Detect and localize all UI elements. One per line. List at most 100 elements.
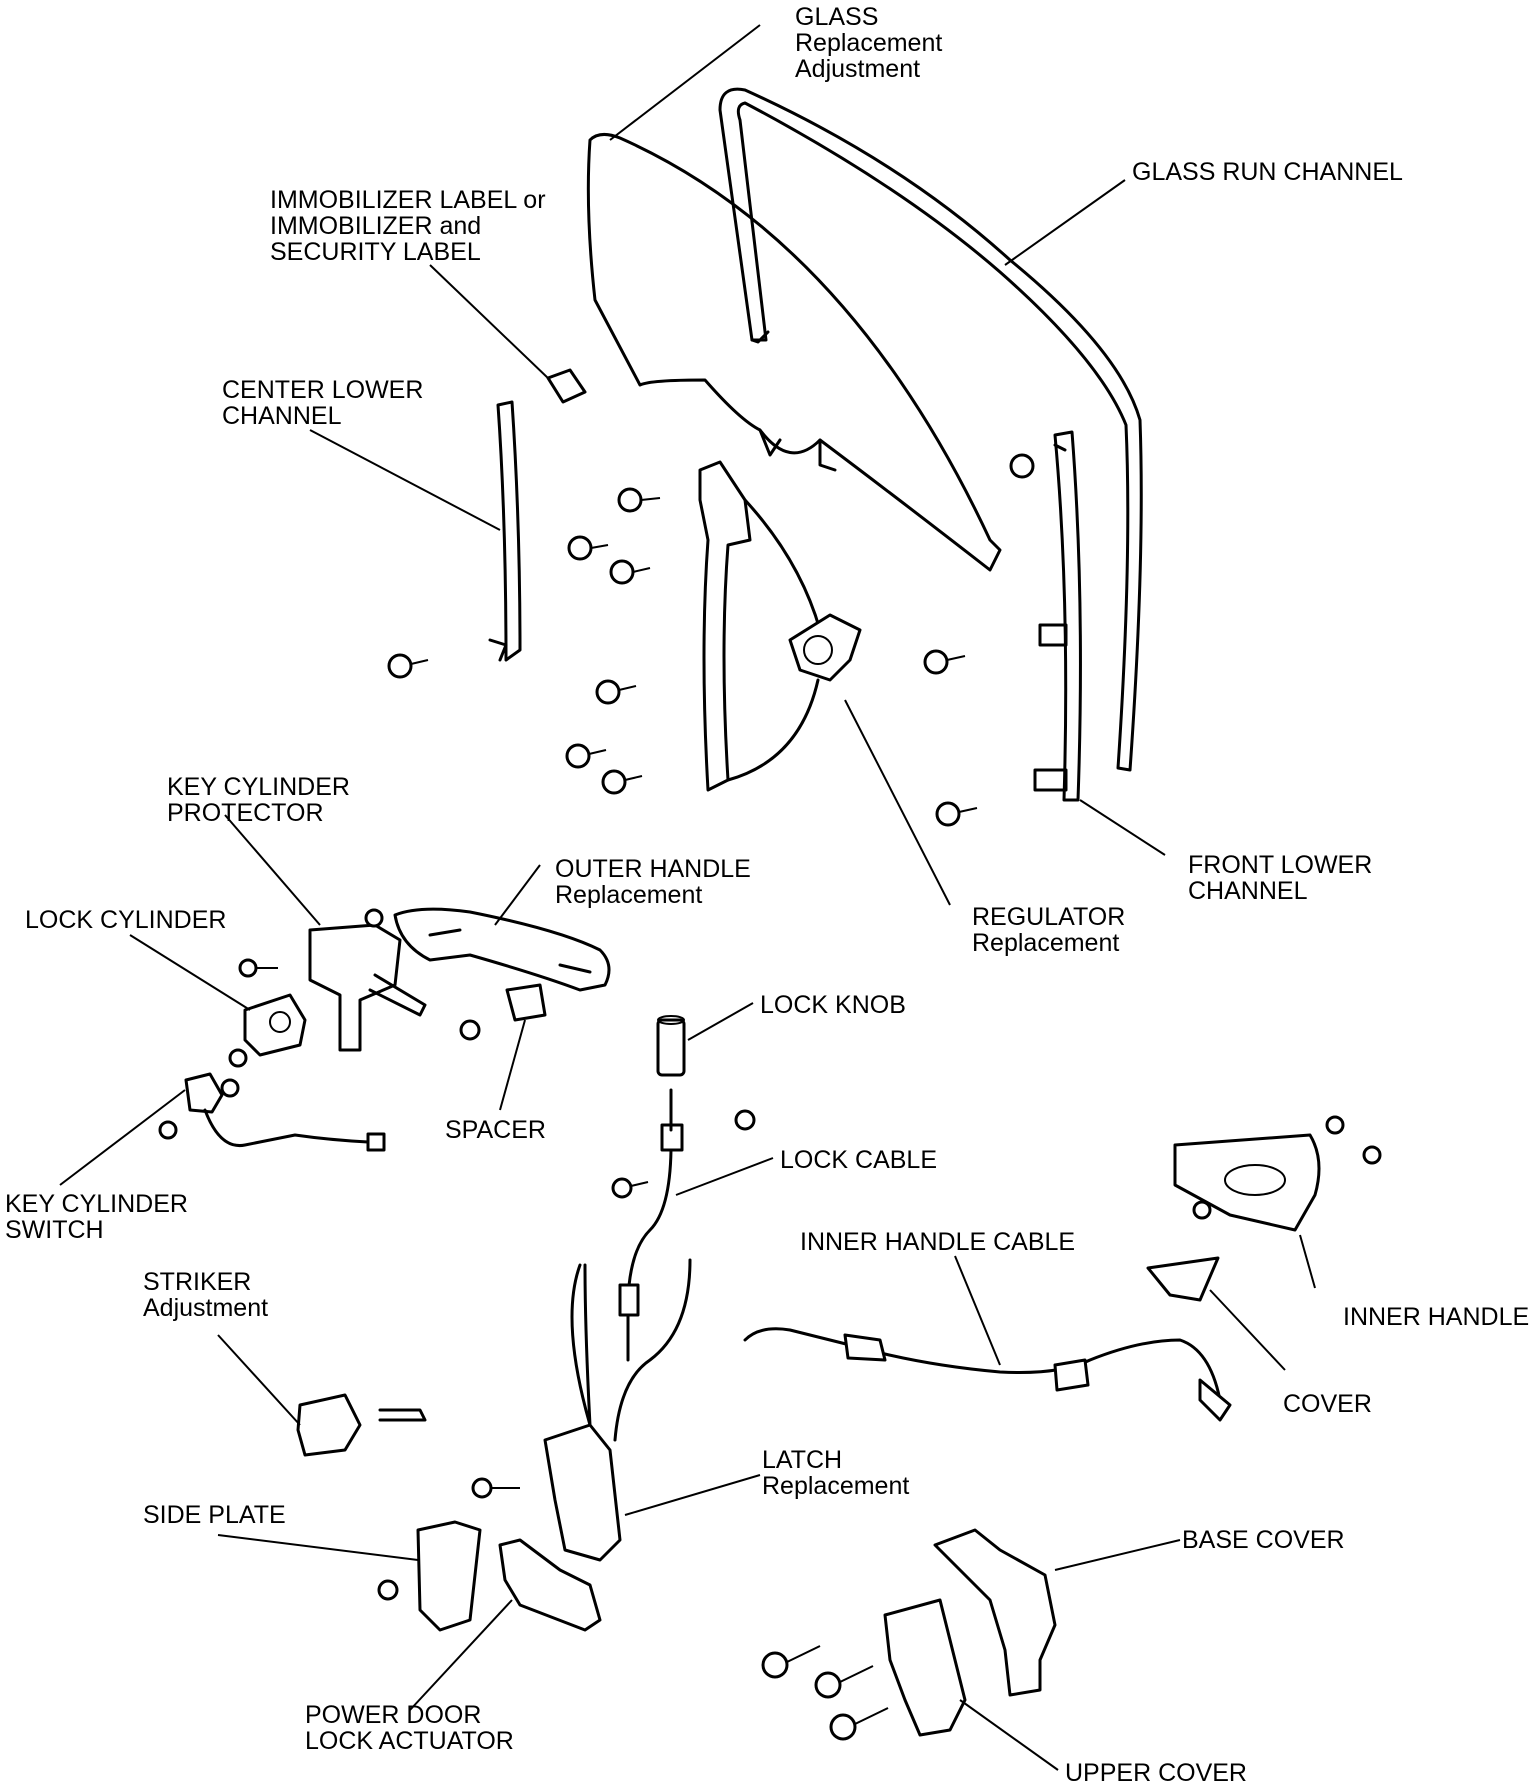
- lock-cylinder-label: LOCK CYLINDER: [25, 906, 226, 934]
- bolt: [565, 743, 607, 769]
- inner-handle: [1173, 1133, 1321, 1232]
- bolt: [1362, 1145, 1382, 1165]
- latch-label: LATCH Replacement: [762, 1446, 909, 1500]
- bolt: [158, 1120, 178, 1140]
- lock-knob-label: LOCK KNOB: [760, 991, 906, 1019]
- labels: GLASS Replacement Adjustment GLASS RUN C…: [5, 3, 1529, 1786]
- bolt: [228, 1048, 248, 1068]
- label-line: FRONT LOWER: [1188, 851, 1372, 879]
- inner-handle-cable: [743, 1327, 1232, 1422]
- bolt: [1009, 453, 1035, 479]
- leader-lines: [59, 24, 1316, 1771]
- bolt: [595, 679, 637, 705]
- spacer: [505, 983, 547, 1022]
- label-line: LOCK ACTUATOR: [305, 1727, 514, 1755]
- bolts: [158, 453, 1382, 1741]
- key-cylinder-switch-label: KEY CYLINDER SWITCH: [5, 1190, 195, 1244]
- striker-label: STRIKER Adjustment: [143, 1268, 268, 1322]
- bolt: [1325, 1115, 1345, 1135]
- label-line: CHANNEL: [1188, 877, 1308, 905]
- label-line: KEY CYLINDER: [5, 1190, 188, 1218]
- label-line: Replacement: [795, 29, 942, 57]
- bolt: [238, 958, 278, 978]
- inner-handle-label: INNER HANDLE: [1343, 1303, 1529, 1331]
- bolt: [1192, 1200, 1212, 1220]
- bolt: [459, 1019, 481, 1041]
- power-door-lock-actuator: [498, 1538, 602, 1632]
- bolt: [471, 1477, 520, 1499]
- bolt: [617, 487, 661, 513]
- glass-run-channel-label: GLASS RUN CHANNEL: [1132, 158, 1403, 186]
- label-line: SPACER: [445, 1116, 546, 1144]
- lock-cylinder: [243, 993, 307, 1057]
- glass: [586, 133, 1002, 572]
- striker: [296, 1393, 427, 1457]
- immobilizer-label-label: IMMOBILIZER LABEL or IMMOBILIZER and SEC…: [270, 186, 553, 266]
- immobilizer-label-part: [546, 368, 587, 404]
- label-line: LOCK CABLE: [780, 1146, 937, 1174]
- cover: [1146, 1256, 1220, 1302]
- bolt: [761, 1645, 821, 1679]
- upper-cover-label: UPPER COVER: [1065, 1759, 1247, 1786]
- lock-cable-label: LOCK CABLE: [780, 1146, 937, 1174]
- label-line: SWITCH: [5, 1216, 104, 1244]
- label-line: GLASS RUN CHANNEL: [1132, 158, 1403, 186]
- label-line: INNER HANDLE CABLE: [800, 1228, 1075, 1256]
- bolt: [814, 1665, 874, 1699]
- center-lower-channel-label: CENTER LOWER CHANNEL: [222, 376, 430, 430]
- center-lower-channel: [488, 400, 522, 662]
- regulator: [698, 460, 862, 792]
- label-line: SECURITY LABEL: [270, 238, 481, 266]
- label-line: UPPER COVER: [1065, 1759, 1247, 1786]
- base-cover-label: BASE COVER: [1182, 1526, 1345, 1554]
- label-line: BASE COVER: [1182, 1526, 1345, 1554]
- key-cylinder-protector: [308, 923, 427, 1052]
- side-plate-label: SIDE PLATE: [143, 1501, 286, 1529]
- bolt: [935, 801, 978, 827]
- bolt: [377, 1579, 399, 1601]
- bolt: [220, 1078, 240, 1098]
- label-line: POWER DOOR: [305, 1701, 481, 1729]
- label-line: Replacement: [762, 1472, 909, 1500]
- label-line: STRIKER: [143, 1268, 251, 1296]
- bolt: [609, 559, 651, 585]
- label-line: LATCH: [762, 1446, 842, 1474]
- label-line: IMMOBILIZER LABEL or: [270, 186, 546, 214]
- bolt: [611, 1177, 649, 1199]
- label-line: Replacement: [972, 929, 1119, 957]
- inner-handle-cable-label: INNER HANDLE CABLE: [800, 1228, 1075, 1256]
- label-line: INNER HANDLE: [1343, 1303, 1529, 1331]
- bolt: [601, 769, 643, 795]
- label-line: Adjustment: [795, 55, 920, 83]
- label-line: OUTER HANDLE: [555, 855, 751, 883]
- label-line: CHANNEL: [222, 402, 342, 430]
- label-line: LOCK CYLINDER: [25, 906, 226, 934]
- bolt: [829, 1707, 889, 1741]
- outer-handle-label: OUTER HANDLE Replacement: [555, 855, 758, 909]
- front-lower-channel: [1033, 430, 1082, 802]
- front-lower-channel-label: FRONT LOWER CHANNEL: [1188, 851, 1379, 905]
- lock-knob: [656, 1015, 686, 1077]
- key-cylinder-switch: [184, 1072, 386, 1152]
- upper-cover: [883, 1598, 967, 1737]
- glass-label: GLASS Replacement Adjustment: [795, 3, 949, 83]
- key-cylinder-protector-label: KEY CYLINDER PROTECTOR: [167, 773, 357, 827]
- cover-label: COVER: [1283, 1390, 1372, 1418]
- outer-handle: [393, 907, 611, 992]
- glass-run-channel: [718, 87, 1143, 772]
- label-line: Adjustment: [143, 1294, 268, 1322]
- bolt: [364, 908, 384, 928]
- label-line: Replacement: [555, 881, 702, 909]
- bolt: [923, 649, 966, 675]
- label-line: REGULATOR: [972, 903, 1125, 931]
- bolt: [567, 535, 609, 561]
- side-plate: [416, 1520, 482, 1632]
- label-line: COVER: [1283, 1390, 1372, 1418]
- label-line: CENTER LOWER: [222, 376, 423, 404]
- regulator-label: REGULATOR Replacement: [972, 903, 1132, 957]
- label-line: KEY CYLINDER: [167, 773, 350, 801]
- label-line: PROTECTOR: [167, 799, 324, 827]
- spacer-label: SPACER: [445, 1116, 546, 1144]
- label-line: IMMOBILIZER and: [270, 212, 481, 240]
